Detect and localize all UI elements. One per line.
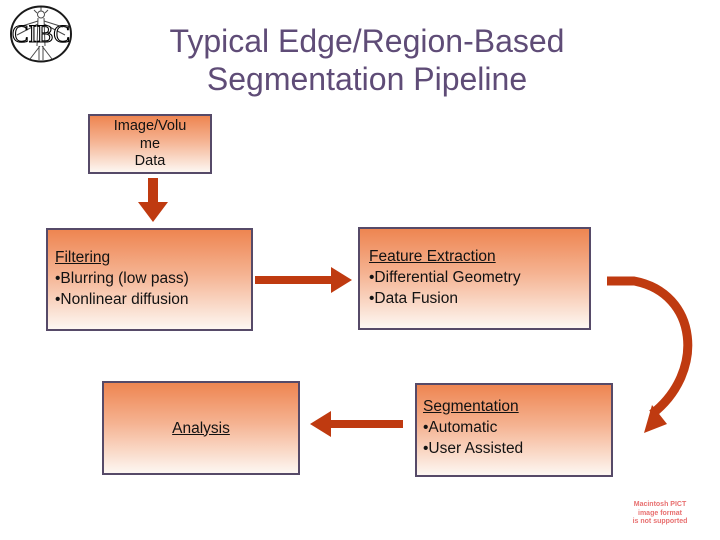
filtering-box: Filtering •Blurring (low pass) •Nonlinea… <box>46 228 253 331</box>
image-data-line-1: Image/Volu <box>113 118 187 134</box>
analysis-box: Analysis <box>102 381 300 475</box>
arrow-curve-head <box>644 405 667 433</box>
notice-line-3: is not supported <box>632 518 688 525</box>
filtering-heading: Filtering <box>55 249 111 266</box>
page-title: Typical Edge/Region-Based Segmentation P… <box>40 22 694 98</box>
image-data-box: Image/Volu me Data <box>88 114 212 174</box>
segmentation-bullet-2: •User Assisted <box>423 440 524 457</box>
arrow-down-image-to-filtering <box>138 178 168 222</box>
feature-extraction-bullet-2: •Data Fusion <box>369 290 458 307</box>
feature-extraction-bullet-1: •Differential Geometry <box>369 269 521 286</box>
notice-line-1: Macintosh PICT <box>633 501 687 508</box>
arrow-left-segmentation-to-analysis <box>310 411 403 437</box>
logo-text: CIBC <box>12 21 70 48</box>
title-line-2: Segmentation Pipeline <box>206 61 528 97</box>
filtering-bullet-2: •Nonlinear diffusion <box>55 291 189 308</box>
arrow-curve-feature-to-segmentation <box>607 276 693 418</box>
logo-circle <box>10 5 72 63</box>
segmentation-heading: Segmentation <box>423 398 519 415</box>
feature-extraction-heading: Feature Extraction <box>369 248 496 265</box>
title-line-1: Typical Edge/Region-Based <box>169 23 565 59</box>
cibc-logo: CIBC <box>10 5 72 63</box>
pict-notice: Macintosh PICT image format is not suppo… <box>605 501 715 527</box>
image-data-line-3: Data <box>134 153 166 169</box>
notice-line-2: image format <box>638 509 682 517</box>
arrow-right-filtering-to-feature <box>255 267 352 293</box>
segmentation-box: Segmentation •Automatic •User Assisted <box>415 383 613 477</box>
vitruvian-figure-icon <box>16 7 66 60</box>
image-data-line-2: me <box>139 135 161 152</box>
segmentation-bullet-1: •Automatic <box>423 419 498 436</box>
analysis-heading: Analysis <box>172 419 230 437</box>
feature-extraction-box: Feature Extraction •Differential Geometr… <box>358 227 591 330</box>
filtering-bullet-1: •Blurring (low pass) <box>55 270 189 287</box>
